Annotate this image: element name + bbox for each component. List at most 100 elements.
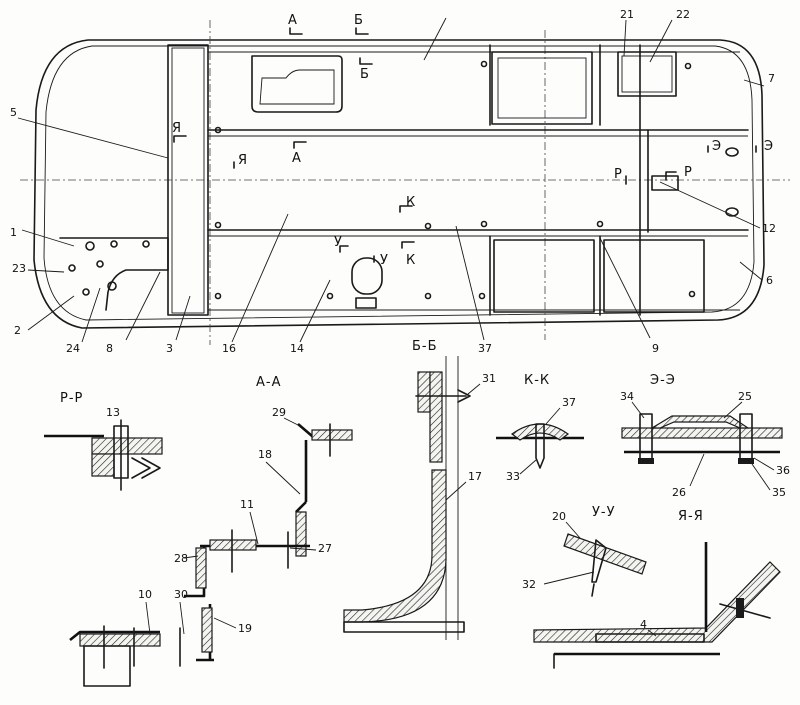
callout-21: 21 <box>620 8 634 21</box>
section-a-a: А-А 29 18 11 27 28 10 30 19 <box>69 375 353 687</box>
cut-u-marker <box>339 245 349 253</box>
cut-a2-marker <box>293 141 307 149</box>
callout-3: 3 <box>166 342 173 355</box>
bolt-1c <box>142 240 150 248</box>
mark-a-mid: А <box>292 151 302 166</box>
mark-b-lower: Б <box>360 67 370 82</box>
front-bow <box>167 44 209 316</box>
callout-1: 1 <box>10 226 17 239</box>
mark-e-left: Э <box>712 139 722 154</box>
part-11-label: 11 <box>240 498 254 511</box>
bolt-1b <box>110 240 118 248</box>
bolt-1a <box>85 241 95 251</box>
bolt-24d <box>68 264 76 272</box>
section-r-r-title: Р-Р <box>60 391 83 406</box>
bolt-24b <box>107 281 117 291</box>
roof-outline <box>33 39 765 329</box>
section-a-a-title: А-А <box>256 375 281 390</box>
callout-37: 37 <box>478 342 492 355</box>
part-35-label: 35 <box>772 486 786 499</box>
mark-a-top: А <box>288 13 298 28</box>
section-b-b-title: Б-Б <box>412 339 438 354</box>
mark-u-right: У <box>380 253 389 268</box>
mark-k-upper: К <box>406 195 416 210</box>
rear-lower-panel <box>603 239 705 313</box>
part-20-label: 20 <box>552 510 566 523</box>
vent-tab <box>355 297 377 309</box>
front-bow-inner <box>171 47 205 314</box>
hatch-22-inner <box>621 55 673 93</box>
roof-plan-view <box>17 17 790 345</box>
fastener-e1 <box>725 147 739 157</box>
callout-7: 7 <box>768 72 775 85</box>
callout-24: 24 <box>66 342 80 355</box>
callout-2: 2 <box>14 324 21 337</box>
callout-12: 12 <box>762 222 776 235</box>
part-34-label: 34 <box>620 390 634 403</box>
part-33-label: 33 <box>506 470 520 483</box>
part-37-label: 37 <box>562 396 576 409</box>
mark-e-right: Э <box>764 139 774 154</box>
mark-ya-left: Я <box>172 121 182 136</box>
mark-r-right: Р <box>684 165 693 180</box>
front-hatch <box>251 55 343 113</box>
section-ya-ya: Я-Я 4 <box>533 509 781 669</box>
section-ya-ya-title: Я-Я <box>678 509 704 524</box>
callout-9: 9 <box>652 342 659 355</box>
mark-r-left: Р <box>614 167 623 182</box>
roof-inner-outline <box>43 45 755 321</box>
lower-opening <box>493 239 595 313</box>
section-k-k: К-К 37 33 <box>496 373 584 483</box>
mark-b-top: Б <box>354 13 364 28</box>
callout-16: 16 <box>222 342 236 355</box>
section-mark-labels: А Б Б Я Я А К К У У Р Р Э Э <box>172 13 774 268</box>
cut-r2-marker <box>665 171 677 181</box>
part-18-label: 18 <box>258 448 272 461</box>
part-12-plate <box>651 175 679 191</box>
callout-23: 23 <box>12 262 26 275</box>
part-10-label: 10 <box>138 588 152 601</box>
callout-14: 14 <box>290 342 304 355</box>
cut-k-marker <box>399 205 413 213</box>
part-26-label: 26 <box>672 486 686 499</box>
part-28-label: 28 <box>174 552 188 565</box>
section-e-e: Э-Э 34 25 36 26 35 <box>620 373 790 499</box>
part-4-label: 4 <box>640 618 647 631</box>
cut-b-marker <box>355 27 369 35</box>
callout-5: 5 <box>10 106 17 119</box>
part-19-label: 19 <box>238 622 252 635</box>
part-27-label: 27 <box>318 542 332 555</box>
part-29-label: 29 <box>272 406 286 419</box>
cut-a-marker <box>289 27 303 35</box>
section-k-k-title: К-К <box>524 373 550 388</box>
front-corner-panel <box>59 237 169 311</box>
mark-u-left: У <box>334 235 343 250</box>
hatch-22 <box>617 51 677 97</box>
part-36-label: 36 <box>776 464 790 477</box>
vent-opening <box>491 51 593 125</box>
callout-22: 22 <box>676 8 690 21</box>
callout-8: 8 <box>106 342 113 355</box>
oval-vent <box>351 257 383 295</box>
mark-k-lower: К <box>406 253 416 268</box>
vent-opening-inner <box>497 57 587 119</box>
rivet-marks <box>214 60 696 300</box>
part-17-label: 17 <box>468 470 482 483</box>
callout-labels: 1 2 3 5 6 7 8 9 12 14 16 21 22 23 24 37 <box>10 8 776 355</box>
part-30-label: 30 <box>174 588 188 601</box>
part-31-label: 31 <box>482 372 496 385</box>
section-b-b: Б-Б 31 17 <box>343 339 496 640</box>
section-u-u-title: У-У <box>592 505 616 520</box>
bolt-24a <box>96 260 104 268</box>
section-e-e-title: Э-Э <box>650 373 676 388</box>
part-13-label: 13 <box>106 406 120 419</box>
section-u-u: У-У 20 32 <box>522 505 647 597</box>
cut-k2-marker <box>401 241 415 249</box>
mark-ya-right: Я <box>238 153 248 168</box>
section-r-r: Р-Р 13 <box>44 391 163 491</box>
leader-lines <box>17 17 765 343</box>
callout-6: 6 <box>766 274 773 287</box>
part-32-label: 32 <box>522 578 536 591</box>
cut-ya-marker <box>173 135 187 143</box>
